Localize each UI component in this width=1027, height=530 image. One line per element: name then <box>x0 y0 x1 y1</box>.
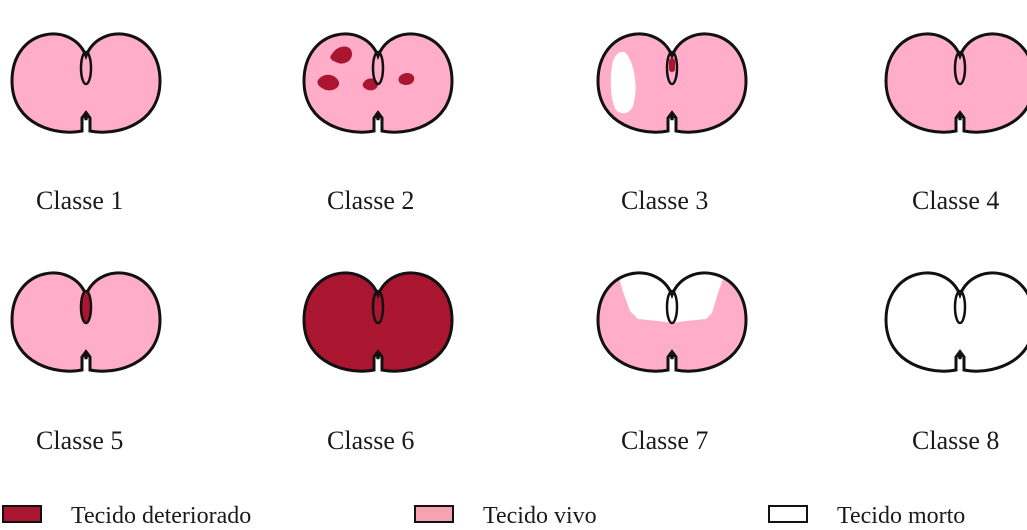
class-label: Classe 4 <box>912 186 999 216</box>
seed-class-5 <box>10 265 162 383</box>
legend-label: Tecido morto <box>837 502 965 530</box>
dead-swatch <box>768 505 808 523</box>
class-label: Classe 5 <box>36 426 123 456</box>
seed-class-4 <box>884 26 1027 144</box>
class-label: Classe 8 <box>912 426 999 456</box>
seed-class-8 <box>884 265 1027 383</box>
seed-class-2 <box>302 26 454 144</box>
live-swatch <box>414 505 454 523</box>
class-label: Classe 3 <box>621 186 708 216</box>
class-label: Classe 6 <box>327 426 414 456</box>
seed-class-1 <box>10 26 162 144</box>
legend-label: Tecido vivo <box>483 502 597 530</box>
class-label: Classe 7 <box>621 426 708 456</box>
class-label: Classe 1 <box>36 186 123 216</box>
seed-class-7 <box>596 265 748 383</box>
seed-class-3 <box>596 26 748 144</box>
class-label: Classe 2 <box>327 186 414 216</box>
deteriorated-swatch <box>2 505 42 523</box>
legend-label: Tecido deteriorado <box>71 502 251 530</box>
seed-class-6 <box>302 265 454 383</box>
